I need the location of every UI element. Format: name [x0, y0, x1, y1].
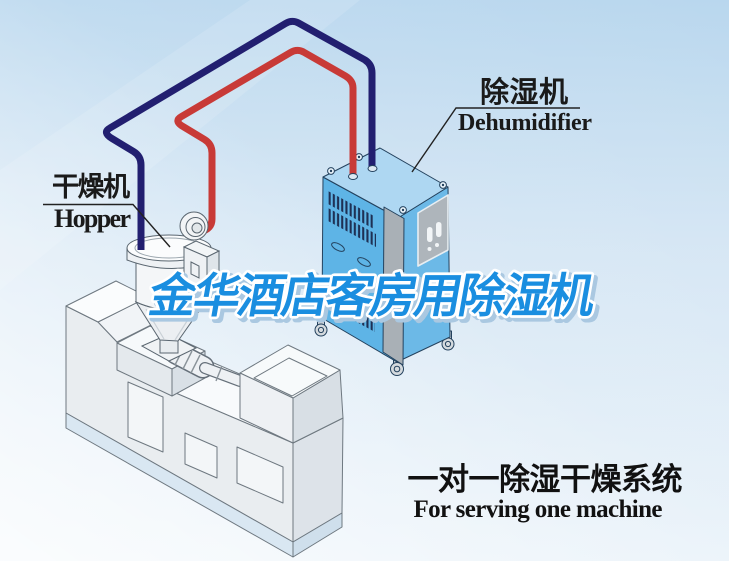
vent-grilles [328, 191, 376, 332]
wheel-1 [314, 323, 328, 337]
door-panel-1 [127, 381, 164, 453]
hopper-leader-line [43, 203, 171, 248]
fan-stand-front [183, 246, 208, 297]
panel-button-2[interactable] [436, 222, 442, 237]
panel-dot-1 [427, 247, 432, 251]
fan-stand-slot [190, 261, 200, 279]
hopper-cone-shading [145, 308, 195, 341]
lifting-eyelets [327, 153, 447, 214]
vent-slot-2 [357, 257, 371, 267]
pipe-fitting-return [367, 165, 378, 172]
shaft-cylinder [200, 363, 245, 386]
right-box-inset [253, 357, 328, 397]
fan-ring [185, 217, 206, 237]
watermark-title: 金华酒店客房用除湿机 [144, 270, 600, 323]
eyelet-hole-3 [441, 183, 445, 187]
vent-slot-1 [331, 242, 345, 252]
hopper-label-cn: 干燥机 [52, 172, 130, 202]
eyelet-hole-4 [401, 208, 405, 212]
caption: 一对一除湿干燥系统 For serving one machine [408, 462, 683, 523]
eyelet-hole-1 [329, 169, 333, 173]
dehumidifier-label-en: Dehumidifier [458, 110, 592, 136]
watermark-shadow-layer: 金华酒店客房用除湿机 [145, 271, 607, 330]
caption-cn: 一对一除湿干燥系统 [408, 462, 683, 497]
wheel-hub-2 [393, 365, 401, 373]
background-streak [0, 0, 360, 290]
extruder-base-end [292, 512, 343, 558]
return-pipe [103, 17, 376, 250]
supply-pipe [174, 46, 357, 236]
eyelet-hole-2 [357, 155, 361, 159]
watermark-layer: 金华酒店客房用除湿机 [141, 268, 602, 326]
wheel-hub-1 [317, 326, 325, 334]
hopper-label: 干燥机 Hopper [43, 172, 171, 248]
fan-hub [191, 222, 203, 234]
caption-en: For serving one machine [414, 496, 663, 523]
panel-button-1[interactable] [427, 227, 433, 242]
dehumidifier-machine [314, 147, 455, 376]
right-box-front [239, 372, 294, 444]
door-panel-2 [184, 432, 218, 479]
shaft-ridge [215, 365, 223, 382]
vent-band-3 [329, 294, 375, 332]
wheel-hub-3 [444, 340, 452, 348]
hopper-label-en: Hopper [54, 204, 131, 233]
dehumidifier-corner-post [382, 206, 405, 366]
dehumidifier-label: 除湿机 Dehumidifier [411, 75, 592, 173]
dehumidifier-label-cn: 除湿机 [480, 75, 568, 109]
vent-band-2 [328, 208, 376, 247]
watermark-shadow: 金华酒店客房用除湿机 [148, 274, 604, 327]
door-panel-3 [236, 446, 284, 504]
pipe-fitting-supply [348, 173, 358, 180]
extruder-machine [65, 280, 344, 558]
panel-dot-2 [435, 243, 439, 247]
loader-fan [179, 211, 221, 297]
dehumidifier-leader-line [411, 107, 580, 173]
control-panel [417, 194, 449, 267]
vent-band-1 [328, 191, 374, 229]
